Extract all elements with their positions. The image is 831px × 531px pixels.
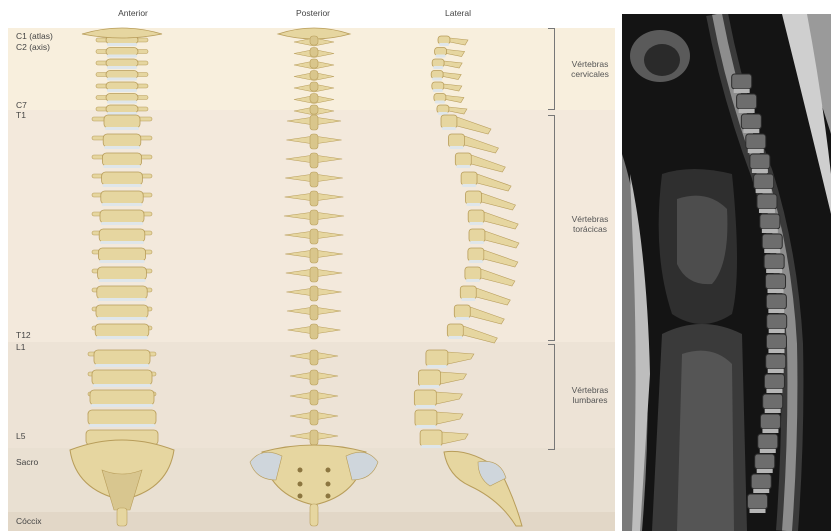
mri-vertebral-body [755,454,775,469]
mri-disc [764,249,780,253]
mri-vertebral-body [741,114,761,129]
mri-disc [766,389,782,393]
mri-vertebral-body [767,314,787,329]
mri-vertebral-body [764,254,784,269]
mri-vertebral-body [751,474,771,489]
mri-disc [768,369,784,373]
mri-disc [760,449,776,453]
mri-disc [768,289,784,293]
region-thoracic-line1: Vértebras [560,214,620,224]
bracket-thoracic [548,115,555,341]
region-label-lumbar: Vértebras lumbares [560,385,620,405]
region-cervical-line1: Vértebras [560,59,620,69]
label-c2: C2 (axis) [16,42,50,52]
mri-disc [762,229,778,233]
bracket-cervical [548,28,555,110]
label-c1: C1 (atlas) [16,31,53,41]
mri-vertebral-body [764,374,784,389]
view-title-posterior: Posterior [263,8,363,18]
mri-disc [752,169,768,173]
region-lumbar-line1: Vértebras [560,385,620,395]
region-thoracic-line2: torácicas [560,224,620,234]
spine-illustrations [0,0,622,531]
spine-lateral-illustration [414,36,522,526]
label-l5: L5 [16,431,25,441]
label-c7: C7 [16,100,27,110]
mri-disc [762,429,778,433]
mri-disc [757,469,773,473]
mri-vertebral-body [748,494,768,509]
region-cervical-line2: cervicales [560,69,620,79]
mri-vertebral-body [766,294,786,309]
mri-vertebral-body [763,394,783,409]
spine-posterior-illustration [250,28,378,526]
mri-disc [750,509,766,513]
region-label-thoracic: Vértebras torácicas [560,214,620,234]
region-label-cervical: Vértebras cervicales [560,59,620,79]
label-t1: T1 [16,110,26,120]
label-coccix: Cóccix [16,516,42,526]
mri-disc [759,209,775,213]
mri-disc [739,109,755,113]
mri-disc [769,329,785,333]
mri-vertebral-body [746,134,766,149]
mri-vertebral-body [766,354,786,369]
mri-disc [765,409,781,413]
view-title-anterior: Anterior [83,8,183,18]
mri-disc [743,129,759,133]
mri-vertebral-body [758,434,778,449]
mri-disc [734,89,750,93]
mri-vertebral-body [760,214,780,229]
mri-disc [766,269,782,273]
spine-anterior-illustration [70,28,174,526]
bracket-lumbar [548,344,555,450]
mri-vertebral-body [760,414,780,429]
mri-disc [756,189,772,193]
mri-vertebral-body [766,274,786,289]
mri-vertebral-body [750,154,770,169]
label-t12: T12 [16,330,31,340]
mri-vertebral-body [766,334,786,349]
label-l1: L1 [16,342,25,352]
mri-disc [768,309,784,313]
region-lumbar-line2: lumbares [560,395,620,405]
mri-vertebral-body [737,94,757,109]
mri-disc [768,349,784,353]
mri-disc [753,489,769,493]
mri-disc [748,149,764,153]
label-sacro: Sacro [16,457,38,467]
mri-sagittal-image [622,14,831,531]
mri-vertebral-body [757,194,777,209]
view-title-lateral: Lateral [408,8,508,18]
mri-vertebral-body [762,234,782,249]
mri-vertebral-body [732,74,752,89]
mri-vertebral-body [754,174,774,189]
